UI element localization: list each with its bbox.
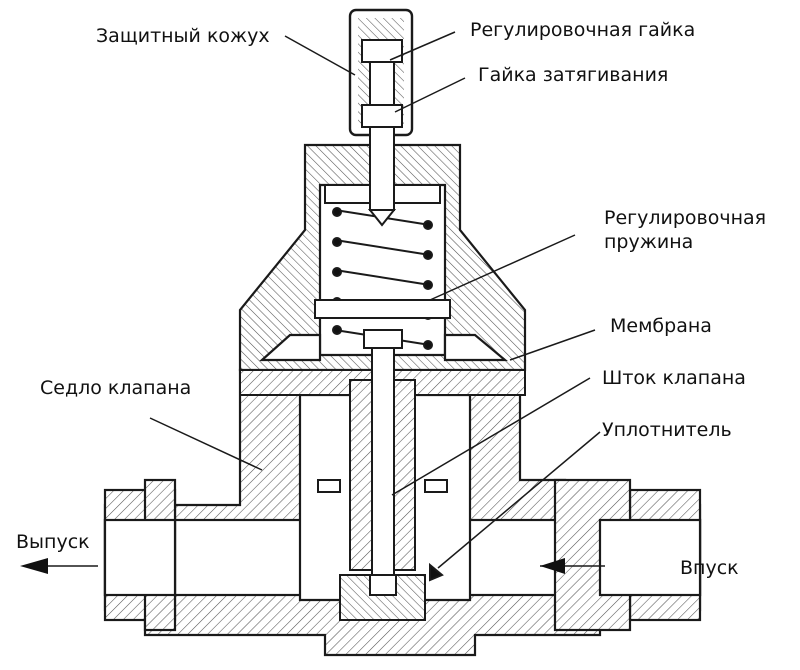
adjusting-screw xyxy=(361,39,403,227)
inlet-fitting xyxy=(553,478,702,632)
label-adjusting-nut: Регулировочная гайка xyxy=(470,19,696,41)
label-lock-nut: Гайка затягивания xyxy=(478,64,669,86)
label-adjusting-spring-line1: Регулировочная xyxy=(604,207,767,229)
label-adjusting-spring-line2: пружина xyxy=(604,231,694,253)
label-adjusting-spring: Регулировочная пружина xyxy=(604,206,794,254)
leader-lines xyxy=(30,31,605,569)
outlet-arrow-icon xyxy=(20,558,48,574)
label-inlet: Впуск xyxy=(680,557,739,579)
label-valve-stem: Шток клапана xyxy=(602,367,746,389)
label-outlet: Выпуск xyxy=(16,531,90,553)
valve-plug xyxy=(339,574,426,621)
inlet-arrow-icon xyxy=(540,558,565,574)
valve-stem xyxy=(349,329,416,581)
label-valve-seat: Седло клапана xyxy=(40,377,192,399)
label-membrane: Мембрана xyxy=(610,315,712,337)
label-seal: Уплотнитель xyxy=(602,419,732,441)
seal-rings xyxy=(317,479,448,582)
outlet-fitting xyxy=(103,478,177,632)
label-protective-cover: Защитный кожух xyxy=(96,25,270,47)
flow-arrows xyxy=(20,558,565,574)
